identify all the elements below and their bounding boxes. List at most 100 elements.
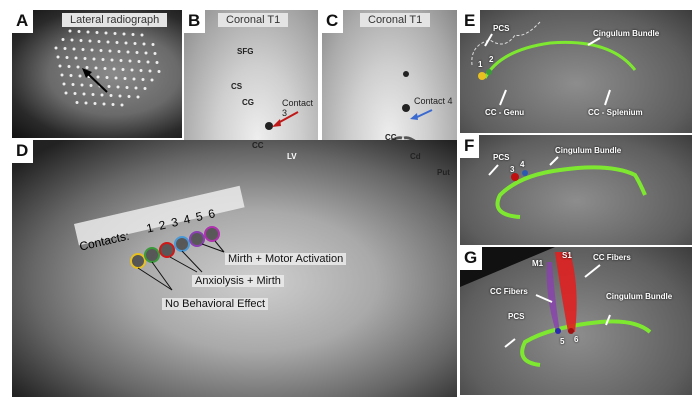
electrode-dot [81, 48, 85, 51]
label-pcs: PCS [508, 312, 525, 321]
contact-number: 4 [182, 211, 192, 228]
electrode-dot [103, 67, 107, 70]
panel-letter: E [460, 10, 481, 33]
label-cingulum-bundle: Cingulum Bundle [606, 292, 673, 301]
contact-6-marker [568, 328, 574, 334]
electrode-dot [93, 102, 97, 105]
electrode-dot [120, 103, 124, 107]
contact-1-label: 1 [478, 60, 483, 69]
red-arrow-icon [277, 111, 299, 124]
electrode-dot [90, 48, 94, 52]
electrode-dot [157, 70, 161, 73]
electrode-dot [64, 91, 68, 95]
contact-1-marker [478, 72, 486, 80]
electrode-dot [107, 85, 111, 88]
cc-fibers-s1 [555, 252, 577, 332]
electrode-dot [78, 74, 82, 78]
cingulum-tract [495, 165, 647, 219]
electrode-dot [72, 47, 76, 51]
contact-3-label: Contact 3 [282, 98, 314, 118]
electrode-dot [63, 47, 67, 50]
panel-title: Coronal T1 [218, 13, 289, 27]
electrode-dot [91, 93, 95, 96]
electrode-dot [83, 57, 87, 60]
contact-4-marker [402, 104, 410, 112]
electrode-dot [54, 46, 58, 50]
electrode-dot [116, 85, 120, 89]
electrode-dot [108, 49, 112, 53]
electrode-dot [88, 39, 92, 43]
electrode-dot [86, 30, 90, 34]
panel-letter: D [12, 140, 34, 163]
electrode-dot [150, 78, 154, 82]
electrode-dot [124, 41, 128, 45]
electrode-dot [112, 67, 116, 71]
label-cg: CG [242, 98, 254, 107]
effect-arrows [137, 240, 225, 291]
electrode-dot [117, 50, 121, 53]
cingulum-tract [520, 319, 652, 367]
panel-a-radiograph: A Lateral radiograph [12, 10, 182, 138]
electrode-dot [101, 58, 105, 61]
label-cc-fibers-right: CC Fibers [593, 253, 631, 262]
contact-3-marker [265, 122, 273, 130]
panel-e-tractography: E PCS Cingulum Bundle CC - Genu CC - Spl… [460, 10, 692, 133]
electrode-dot [123, 77, 127, 80]
effect-none: No Behavioral Effect [162, 298, 269, 310]
label-pcs: PCS [493, 24, 510, 33]
electrode-dot [142, 42, 146, 46]
electrode-dot [92, 57, 96, 61]
panel-letter: A [12, 10, 34, 33]
electrode-dot [82, 92, 86, 96]
electrode-dot [114, 76, 118, 80]
electrode-dot [136, 95, 140, 99]
contact-2-label: 2 [489, 55, 494, 64]
electrode-dot [76, 65, 80, 69]
electrode-dot [60, 73, 64, 77]
electrode-grid [54, 29, 161, 107]
panel-title: Lateral radiograph [62, 13, 168, 27]
electrode-dot [143, 87, 147, 90]
panel-letter: C [322, 10, 344, 33]
contact-6-label: 6 [574, 335, 579, 344]
electrode-dot [79, 39, 83, 42]
electrode-dot [135, 51, 139, 54]
effect-mirth-motor: Mirth + Motor Activation [225, 253, 347, 265]
electrode-dot [109, 94, 113, 97]
electrode-dot [58, 64, 62, 68]
panel-title: Coronal T1 [360, 13, 431, 27]
electrode-dot [144, 51, 148, 55]
electrode-dot [102, 102, 106, 106]
contact-number: 2 [157, 217, 168, 233]
electrode-dot [148, 69, 152, 73]
electrode-dot [132, 77, 136, 81]
contact-3-marker [511, 173, 519, 181]
label-cingulum-bundle: Cingulum Bundle [555, 146, 622, 155]
electrode-dot [155, 61, 159, 64]
electrode-dot [126, 50, 130, 54]
electrode-dot [75, 101, 79, 104]
label-cc-genu: CC - Genu [485, 108, 525, 117]
panel-f-tractography: F PCS Cingulum Bundle 3 4 [460, 135, 692, 245]
label-m1: M1 [532, 259, 544, 268]
electrode-dot [71, 83, 75, 86]
label-cingulum-bundle: Cingulum Bundle [593, 29, 660, 38]
electrode-dot [56, 55, 60, 59]
electrode-dot [84, 101, 88, 105]
electrode-dot [73, 92, 77, 95]
electrode-dot [115, 41, 119, 44]
electrode-dot [133, 42, 137, 45]
electrode-dot [140, 33, 144, 37]
electrode-dot [74, 56, 78, 60]
contact-5-ring [189, 231, 205, 247]
label-lv: LV [287, 152, 297, 161]
electrode-dot [106, 40, 110, 44]
electrode-dot [68, 29, 72, 33]
electrode-dot [104, 31, 108, 35]
electrode-dot [97, 40, 101, 43]
arrow-head-icon [82, 68, 92, 78]
panel-g-tractography: G S1 M1 CC Fibers CC Fibers Cingulum Bun… [460, 247, 692, 395]
electrode-dot [153, 52, 157, 55]
electrode-dot [119, 59, 123, 62]
contact-2-ring [144, 247, 160, 263]
